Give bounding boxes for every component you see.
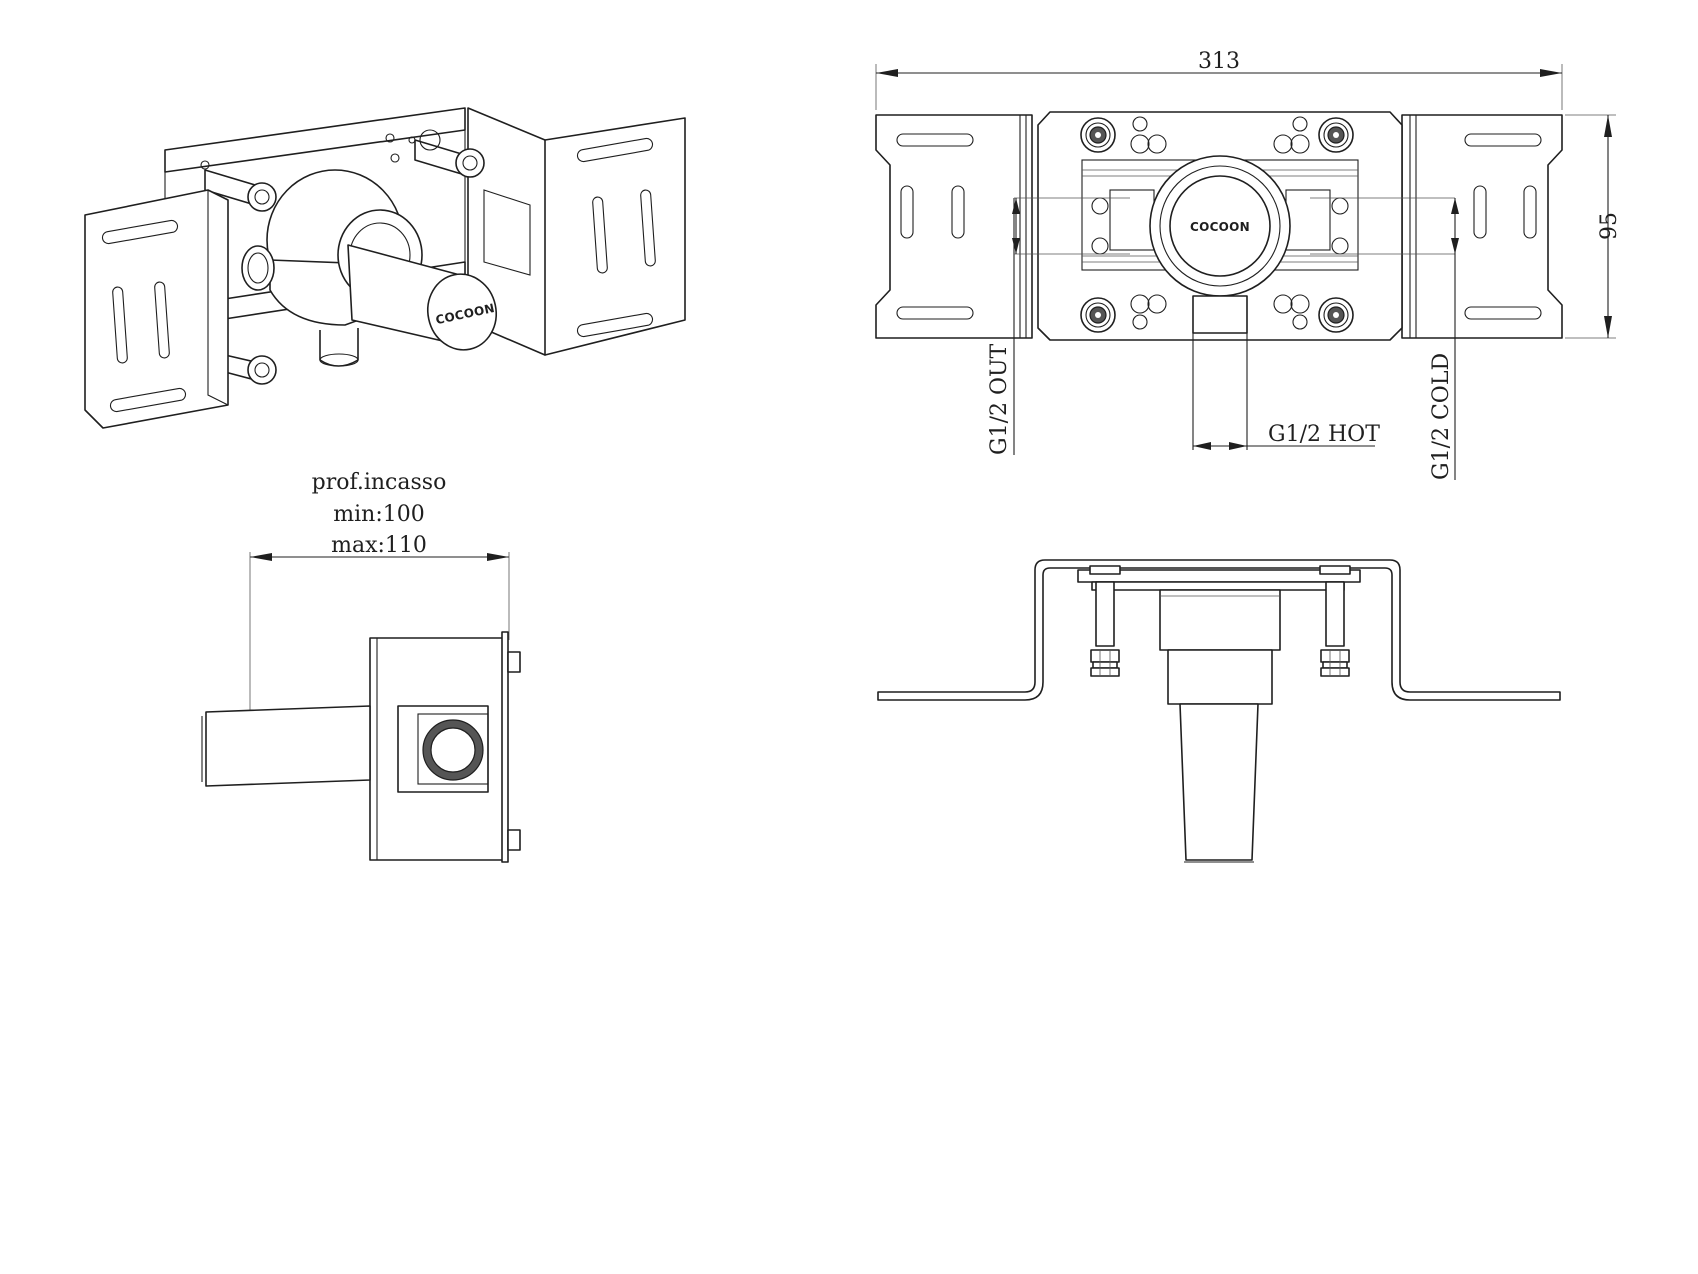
front-view: COCOON 313 95: [875, 49, 1622, 480]
front-right-plate: [1401, 114, 1563, 339]
leader-hot: G1/2 HOT: [1193, 422, 1380, 450]
leader-cold: G1/2 COLD: [1310, 197, 1459, 480]
depth-note-line2: min:100: [333, 502, 424, 527]
leader-out: G1/2 OUT: [987, 197, 1130, 455]
label-out: G1/2 OUT: [987, 343, 1012, 455]
side-cartridge: [205, 705, 371, 787]
dim-width-label: 313: [1198, 49, 1240, 74]
dim-height-label: 95: [1597, 212, 1622, 240]
top-valve-body: [1159, 589, 1281, 651]
front-left-plate: [875, 114, 1033, 339]
depth-note-line1: prof.incasso: [312, 470, 447, 495]
depth-note: prof.incasso min:100 max:110: [312, 470, 447, 558]
top-bracket-profile: [877, 559, 1561, 701]
dim-width: 313: [875, 49, 1563, 110]
top-cartridge: [1179, 703, 1259, 861]
iso-valve-body: COCOON: [241, 169, 497, 367]
label-hot: G1/2 HOT: [1268, 422, 1380, 447]
side-view: prof.incasso min:100 max:110: [201, 470, 521, 863]
depth-note-line3: max:110: [331, 533, 427, 558]
isometric-view: COCOON: [84, 107, 686, 429]
front-brand-label: COCOON: [1190, 220, 1250, 234]
label-cold: G1/2 COLD: [1429, 353, 1454, 480]
iso-standoffs: [204, 129, 485, 385]
top-view: [877, 559, 1561, 863]
dim-height: 95: [1565, 114, 1622, 339]
